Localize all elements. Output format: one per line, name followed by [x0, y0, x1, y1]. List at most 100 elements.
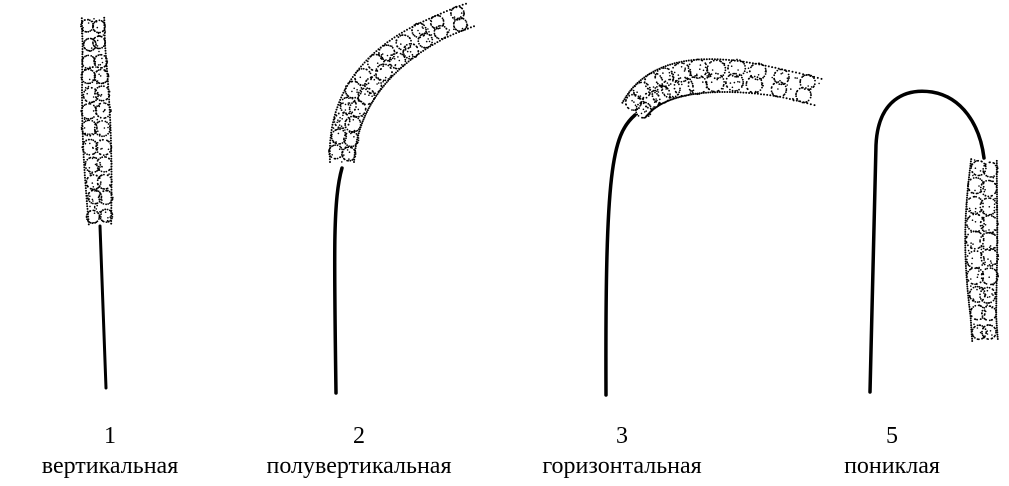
stipple-dot — [367, 109, 369, 111]
stipple-dot — [704, 74, 706, 76]
stipple-dot — [87, 133, 89, 135]
stipple-dot — [996, 279, 998, 281]
stipple-dot — [706, 77, 708, 79]
stipple-dot — [995, 202, 997, 204]
stipple-dot — [99, 86, 101, 88]
stipple-dot — [88, 83, 90, 85]
stipple-dot — [965, 254, 967, 256]
stipple-dot — [993, 210, 995, 212]
stipple-dot — [663, 94, 665, 96]
stipple-dot — [974, 250, 976, 252]
stipple-dot — [386, 41, 388, 43]
stipple-dot — [409, 27, 411, 29]
stipple-dot — [93, 96, 95, 98]
stipple-dot — [101, 148, 103, 150]
stipple-dot — [81, 125, 83, 127]
stipple-dot — [645, 85, 647, 87]
stipple-dot — [783, 94, 785, 96]
stipple-dot — [745, 92, 747, 94]
stipple-dot — [982, 287, 984, 289]
stipple-dot — [101, 196, 103, 198]
stipple-dot — [984, 171, 986, 173]
stipple-dot — [995, 293, 997, 295]
stipple-dot — [408, 61, 410, 63]
stipple-dot — [684, 69, 686, 71]
stipple-dot — [745, 84, 747, 86]
stipple-dot — [980, 252, 982, 254]
stipple-dot — [389, 57, 391, 59]
stipple-dot — [976, 283, 978, 285]
stipple-dot — [95, 110, 97, 112]
stipple-dot — [461, 8, 463, 10]
stipple-dot — [362, 120, 364, 122]
stipple-dot — [990, 260, 992, 262]
stipple-dot — [89, 195, 91, 197]
stipple-dot — [342, 130, 344, 132]
stipple-dot — [725, 69, 727, 71]
stipple-dot — [991, 338, 993, 340]
stipple-dot — [984, 314, 986, 316]
stipple-dot — [431, 39, 433, 41]
stipple-dot — [100, 181, 102, 183]
stipple-dot — [94, 203, 96, 205]
stipple-dot — [975, 286, 977, 288]
stipple-dot — [990, 195, 992, 197]
stipple-dot — [85, 87, 87, 89]
stipple-dot — [104, 47, 106, 49]
stipple-dot — [657, 104, 659, 106]
stipple-dot — [426, 32, 428, 34]
stipple-dot — [800, 79, 802, 81]
stipple-dot — [91, 120, 93, 122]
stipple-dot — [453, 25, 455, 27]
stipple-dot — [339, 148, 341, 150]
stipple-dot — [345, 104, 347, 106]
stipple-dot — [739, 74, 741, 76]
stipple-dot — [438, 28, 440, 30]
stipple-dot — [83, 159, 85, 161]
stipple-dot — [93, 105, 95, 107]
stipple-dot — [697, 93, 699, 95]
stipple-dot — [369, 71, 371, 73]
stipple-dot — [785, 86, 787, 88]
stipple-dot — [724, 67, 726, 69]
stipple-dot — [702, 77, 704, 79]
stipple-dot — [350, 113, 352, 115]
stipple-dot — [983, 172, 985, 174]
stipple-dot — [331, 138, 333, 140]
stipple-dot — [785, 91, 787, 93]
stipple-dot — [430, 44, 432, 46]
stipple-dot — [98, 33, 100, 35]
stipple-dot — [792, 71, 794, 73]
stipple-dot — [103, 85, 105, 87]
stipple-dot — [994, 212, 996, 214]
stipple-dot — [709, 58, 711, 60]
stipple-dot — [995, 332, 997, 334]
stipple-dot — [985, 230, 987, 232]
stipple-dot — [329, 155, 331, 157]
stipple-dot — [422, 27, 424, 29]
stipple-dot — [734, 73, 736, 75]
stipple-dot — [996, 322, 998, 324]
stipple-dot — [336, 106, 338, 108]
stipple-dot — [982, 235, 984, 237]
stipple-dot — [429, 41, 431, 43]
stipple-dot — [659, 68, 661, 70]
stipple-dot — [792, 98, 794, 100]
stipple-dot — [977, 274, 979, 276]
stipple-dot — [996, 227, 998, 229]
stipple-dot — [977, 327, 979, 329]
stipple-dot — [985, 195, 987, 197]
stipple-dot — [370, 55, 372, 57]
stipple-dot — [108, 149, 110, 151]
stipple-dot — [85, 163, 87, 165]
stipple-dot — [367, 91, 369, 93]
stipple-dot — [367, 78, 369, 80]
stipple-dot — [397, 70, 399, 72]
stipple-dot — [88, 86, 90, 88]
stipple-dot — [729, 91, 731, 93]
stipple-dot — [380, 82, 382, 84]
stipple-dot — [980, 282, 982, 284]
stipple-dot — [429, 45, 431, 47]
stipple-dot — [363, 114, 365, 116]
stipple-dot — [86, 213, 88, 215]
